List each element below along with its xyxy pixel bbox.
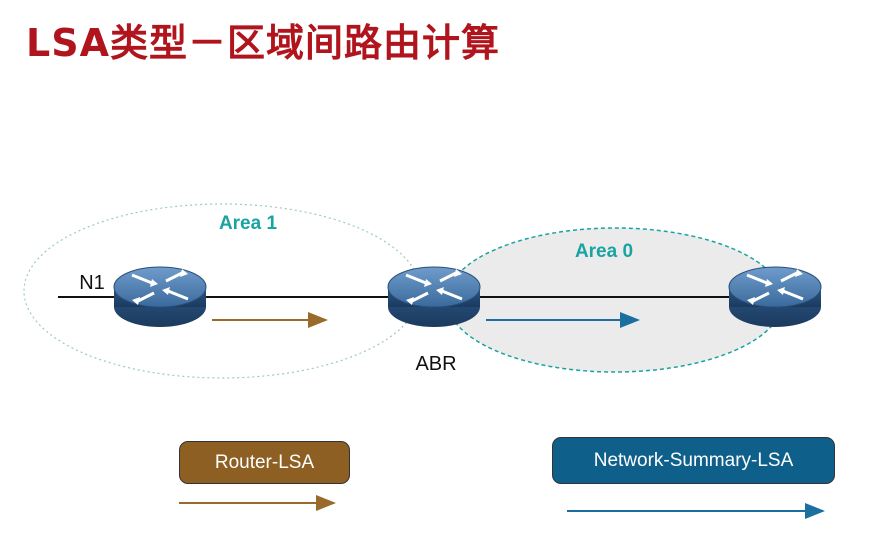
network-label: N1: [79, 272, 105, 294]
network-summary-lsa-legend: Network-Summary-LSA: [552, 437, 835, 484]
area1-label: Area 1: [219, 213, 278, 234]
abr-label: ABR: [415, 353, 456, 375]
router-icon: [386, 265, 482, 329]
router-icon: [112, 265, 208, 329]
area0-label: Area 0: [575, 241, 633, 262]
router-icon: [727, 265, 823, 329]
router-lsa-legend: Router-LSA: [179, 441, 350, 484]
page-title: LSA类型－区域间路由计算: [26, 21, 500, 65]
